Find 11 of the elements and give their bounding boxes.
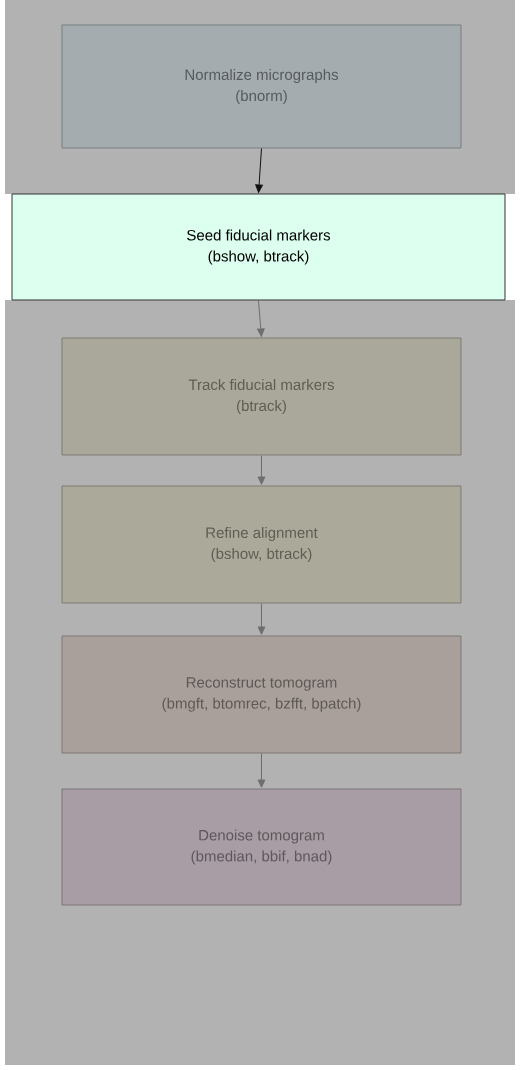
process-box: Reconstruct tomogram (bmgft, btomrec, bzfft, bpatch) xyxy=(61,635,462,754)
process-box: Normalize micrographs (bnorm) xyxy=(61,24,462,149)
process-box: Denoise tomogram (bmedian, bbif, bnad) xyxy=(61,788,462,906)
arrow xyxy=(256,300,265,337)
arrow xyxy=(257,753,266,788)
arrow xyxy=(255,148,263,193)
process-box: Seed fiducial markers (bshow, btrack) xyxy=(11,193,506,301)
arrow xyxy=(257,603,266,635)
process-box: Refine alignment (bshow, btrack) xyxy=(61,485,462,604)
process-box: Track fiducial markers (btrack) xyxy=(61,337,462,456)
arrow xyxy=(257,455,266,485)
